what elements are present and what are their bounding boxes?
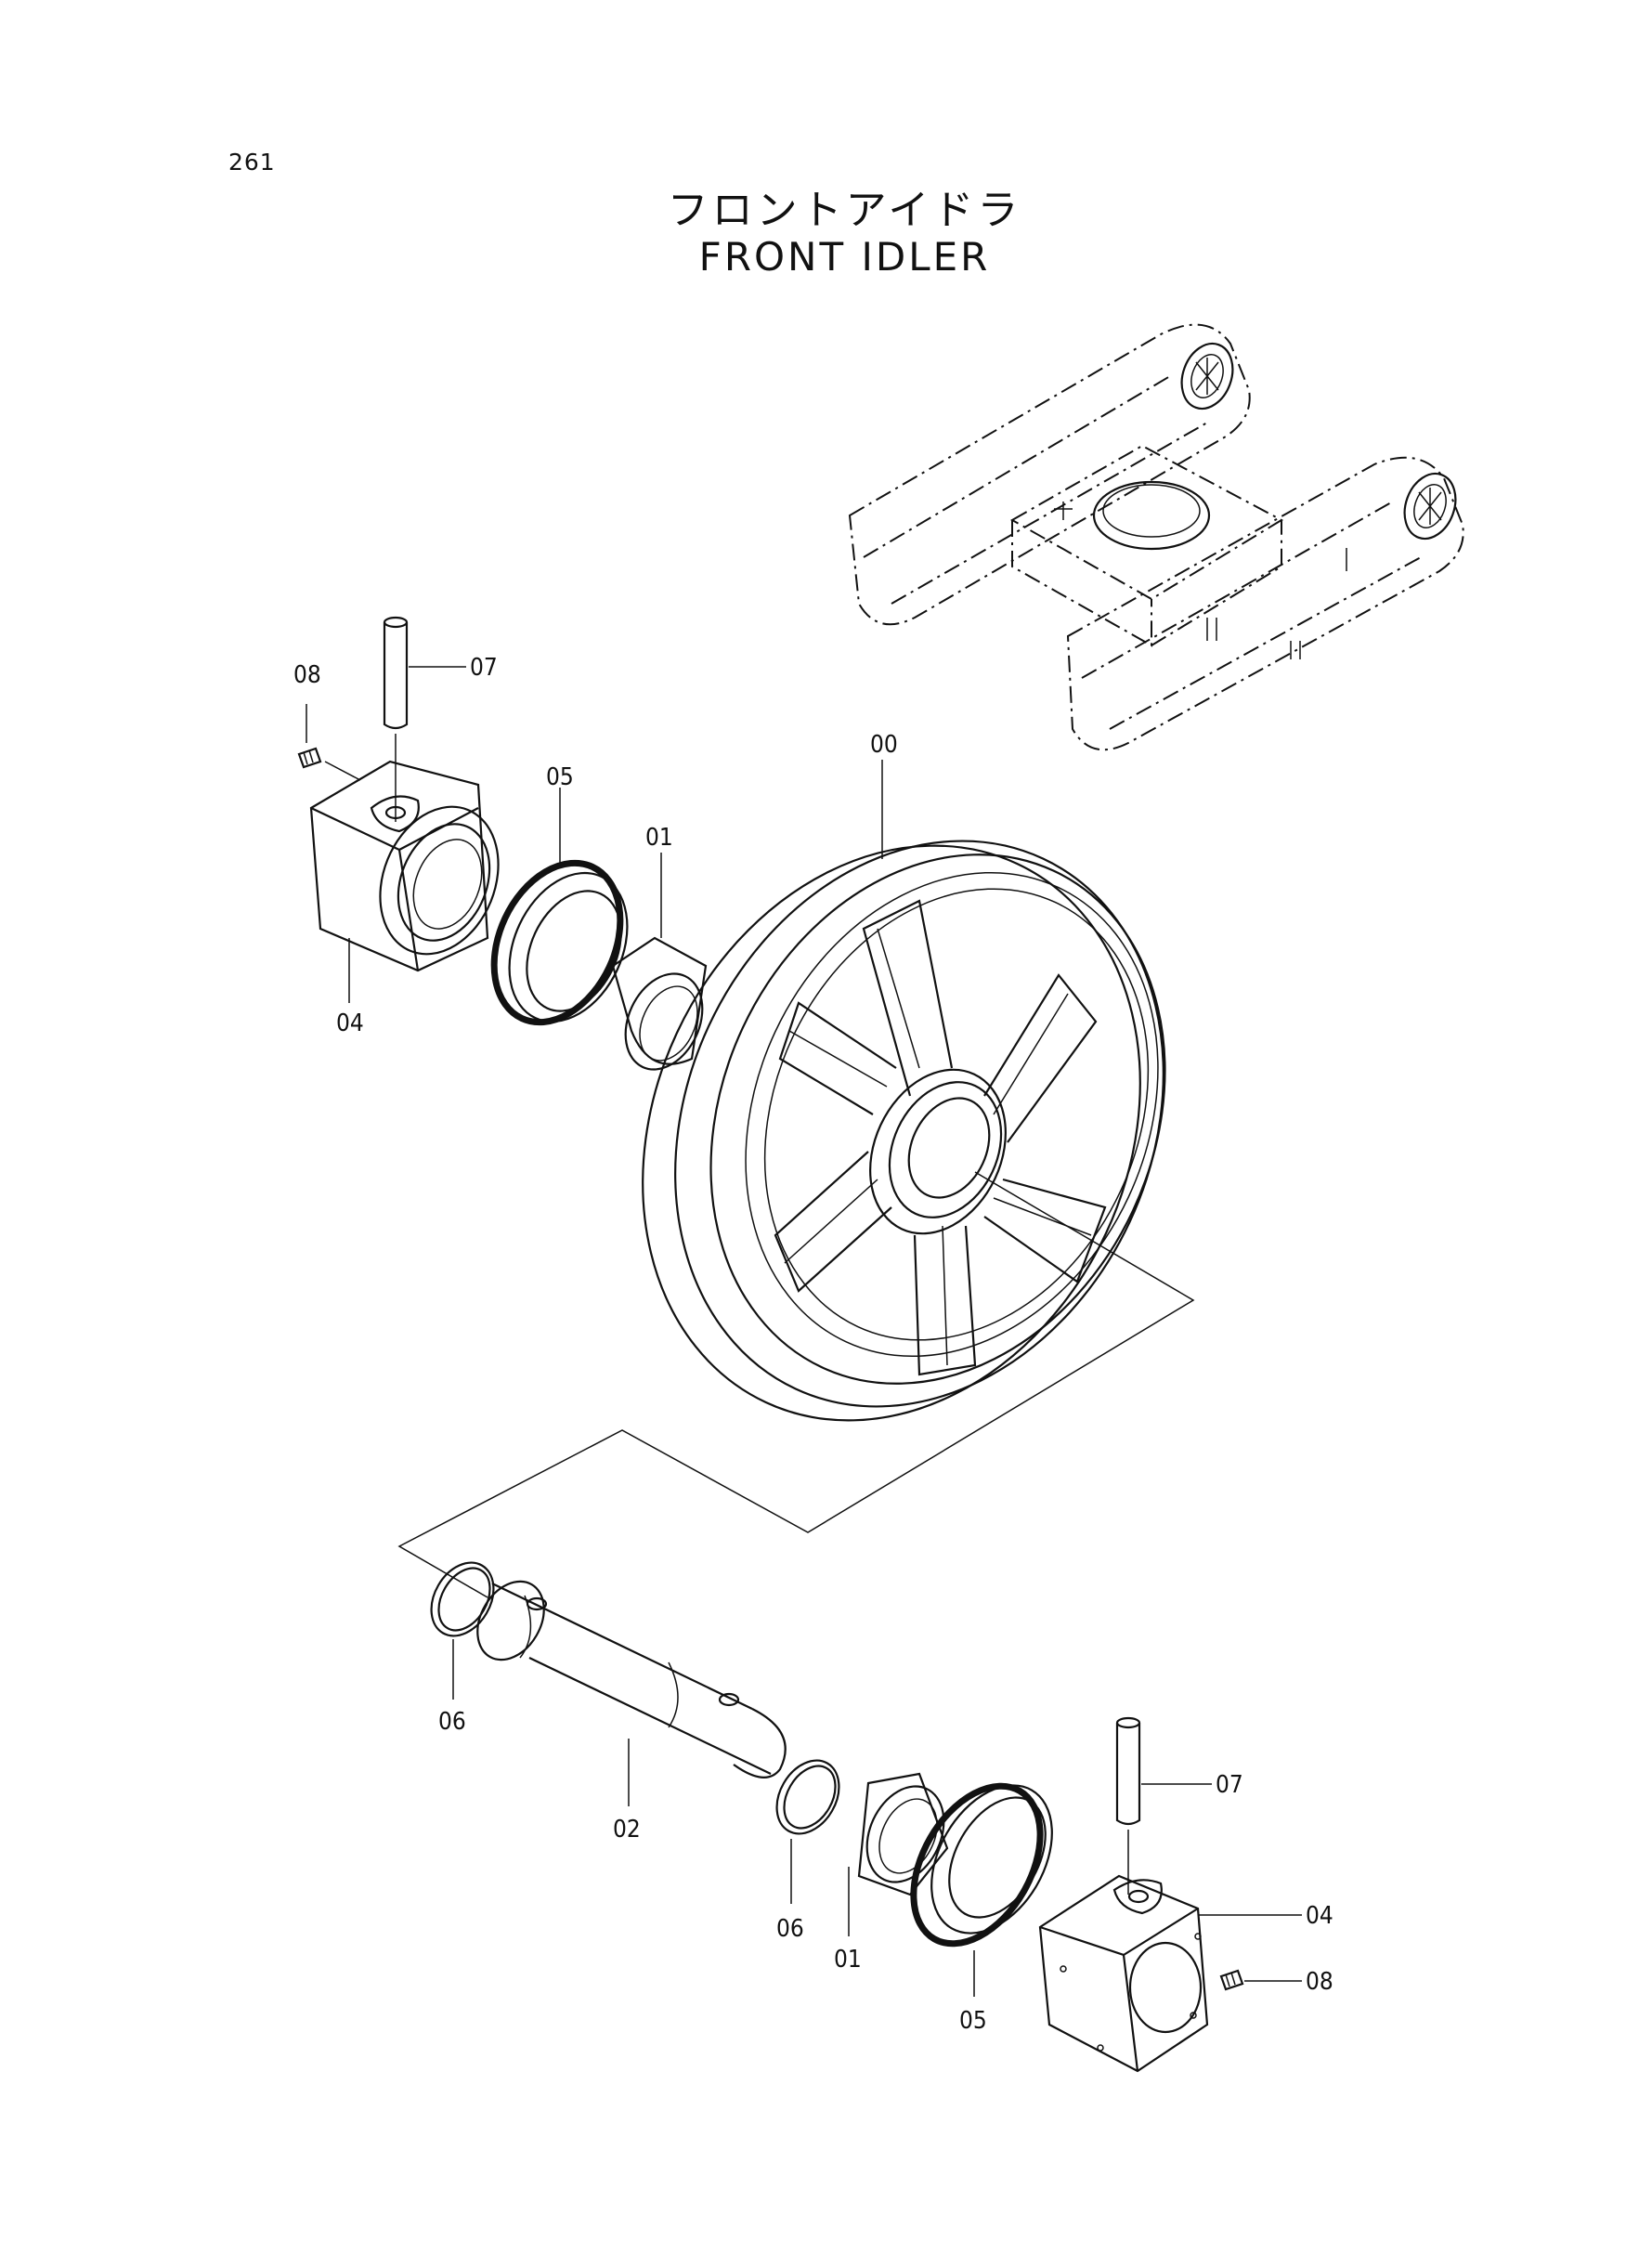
plug-bottom [1219, 1969, 1302, 1991]
callout-00: 00 [870, 731, 898, 759]
callout-06-right: 06 [776, 1915, 804, 1943]
seal-bottom [910, 1782, 1053, 1997]
oring-left [430, 1561, 495, 1700]
callout-08-top: 08 [293, 661, 321, 689]
callout-05-top: 05 [546, 763, 574, 791]
assembly-axis-lines [397, 1171, 1195, 1598]
seal-top [490, 788, 629, 1026]
callout-06-left: 06 [438, 1708, 466, 1736]
pin-bottom [1115, 1716, 1212, 1895]
support-bottom [1038, 1874, 1302, 2073]
undercarriage-overview [848, 323, 1464, 751]
callout-02: 02 [613, 1816, 641, 1844]
callout-04-top: 04 [336, 1010, 364, 1037]
callout-01-top: 01 [645, 824, 673, 852]
callout-05-bottom: 05 [959, 2007, 987, 2035]
pin-top [383, 616, 466, 822]
oring-right [775, 1759, 840, 1904]
front-idler-wheel [642, 760, 1166, 1422]
shaft [476, 1580, 787, 1806]
bushing-bottom [848, 1772, 949, 1936]
callout-08-bottom: 08 [1306, 1968, 1333, 1996]
callout-07-bottom: 07 [1216, 1771, 1243, 1799]
page-number: 261 [228, 149, 276, 176]
support-top [309, 760, 500, 1003]
title-english: FRONT IDLER [698, 234, 991, 280]
bushing-top [611, 853, 708, 1071]
title-japanese: フロントアイドラ [667, 187, 1022, 234]
callout-01-bottom: 01 [834, 1946, 862, 1974]
overview-idler-bottom [1403, 472, 1457, 541]
plug-top [297, 704, 361, 781]
overview-idler-top [1180, 342, 1234, 410]
callout-07-top: 07 [470, 654, 498, 682]
callout-04-bottom: 04 [1306, 1902, 1333, 1930]
